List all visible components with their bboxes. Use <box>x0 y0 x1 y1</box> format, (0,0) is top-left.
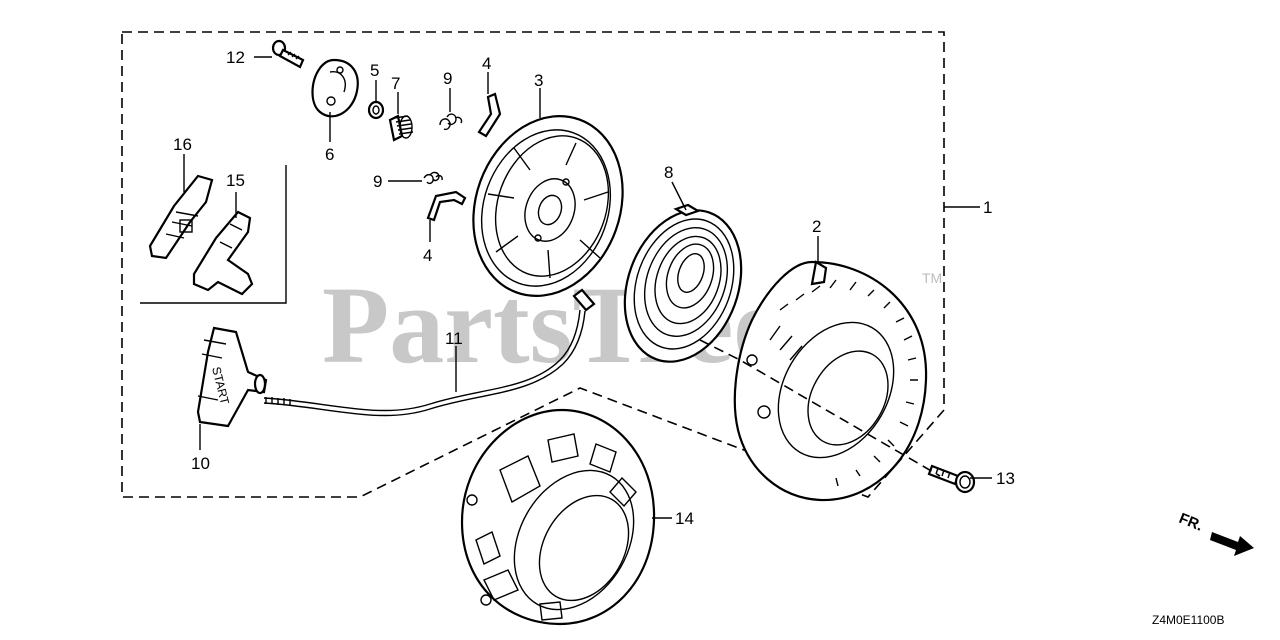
part-9-spring-middle[interactable] <box>423 171 443 185</box>
watermark-tm: TM <box>922 270 942 286</box>
part-2-fan-cover[interactable] <box>733 260 928 502</box>
part-8-spiral-spring[interactable] <box>605 194 762 378</box>
callout-7[interactable]: 7 <box>391 74 400 93</box>
part-5-washer[interactable] <box>367 100 385 120</box>
part-12-screw[interactable] <box>271 39 305 69</box>
part-4-pawl-middle[interactable] <box>426 190 467 222</box>
part-4-pawl-top[interactable] <box>477 92 502 138</box>
callout-13[interactable]: 13 <box>996 469 1015 488</box>
callout-3[interactable]: 3 <box>534 71 543 90</box>
callout-5[interactable]: 5 <box>370 61 379 80</box>
callout-10[interactable]: 10 <box>191 454 210 473</box>
callout-9-middle[interactable]: 9 <box>373 172 382 191</box>
part-11-rope[interactable] <box>263 288 596 417</box>
callout-4-middle[interactable]: 4 <box>423 246 432 265</box>
callout-2[interactable]: 2 <box>812 217 821 236</box>
part-16-grip[interactable] <box>148 174 214 260</box>
part-3-reel[interactable] <box>449 95 647 317</box>
callout-4-top[interactable]: 4 <box>482 54 491 73</box>
front-direction-indicator: FR. <box>1177 510 1254 556</box>
leader-lines <box>183 56 992 519</box>
front-direction-label: FR. <box>1177 510 1206 535</box>
part-6-ratchet[interactable] <box>311 58 359 118</box>
callout-8[interactable]: 8 <box>664 163 673 182</box>
diagram-code: Z4M0E1100B <box>1152 613 1225 627</box>
part-7-spring[interactable] <box>388 114 414 142</box>
callout-15[interactable]: 15 <box>226 171 245 190</box>
part-14-cover[interactable] <box>460 408 658 631</box>
front-arrow-icon <box>1210 532 1254 556</box>
handle-group-box <box>140 165 287 304</box>
callout-1[interactable]: 1 <box>983 198 992 217</box>
part-9-spring-top[interactable] <box>439 113 463 131</box>
assembly-boundary <box>121 31 945 498</box>
callout-6[interactable]: 6 <box>325 145 334 164</box>
part-10-starter-grip[interactable]: START <box>196 326 268 428</box>
callout-9-top[interactable]: 9 <box>443 69 452 88</box>
callout-12[interactable]: 12 <box>226 48 245 67</box>
callout-16[interactable]: 16 <box>173 135 192 154</box>
callout-14[interactable]: 14 <box>675 509 694 528</box>
part-13-bolt[interactable] <box>927 464 976 494</box>
callout-11[interactable]: 11 <box>445 329 463 348</box>
part-15-grip[interactable] <box>192 210 254 296</box>
